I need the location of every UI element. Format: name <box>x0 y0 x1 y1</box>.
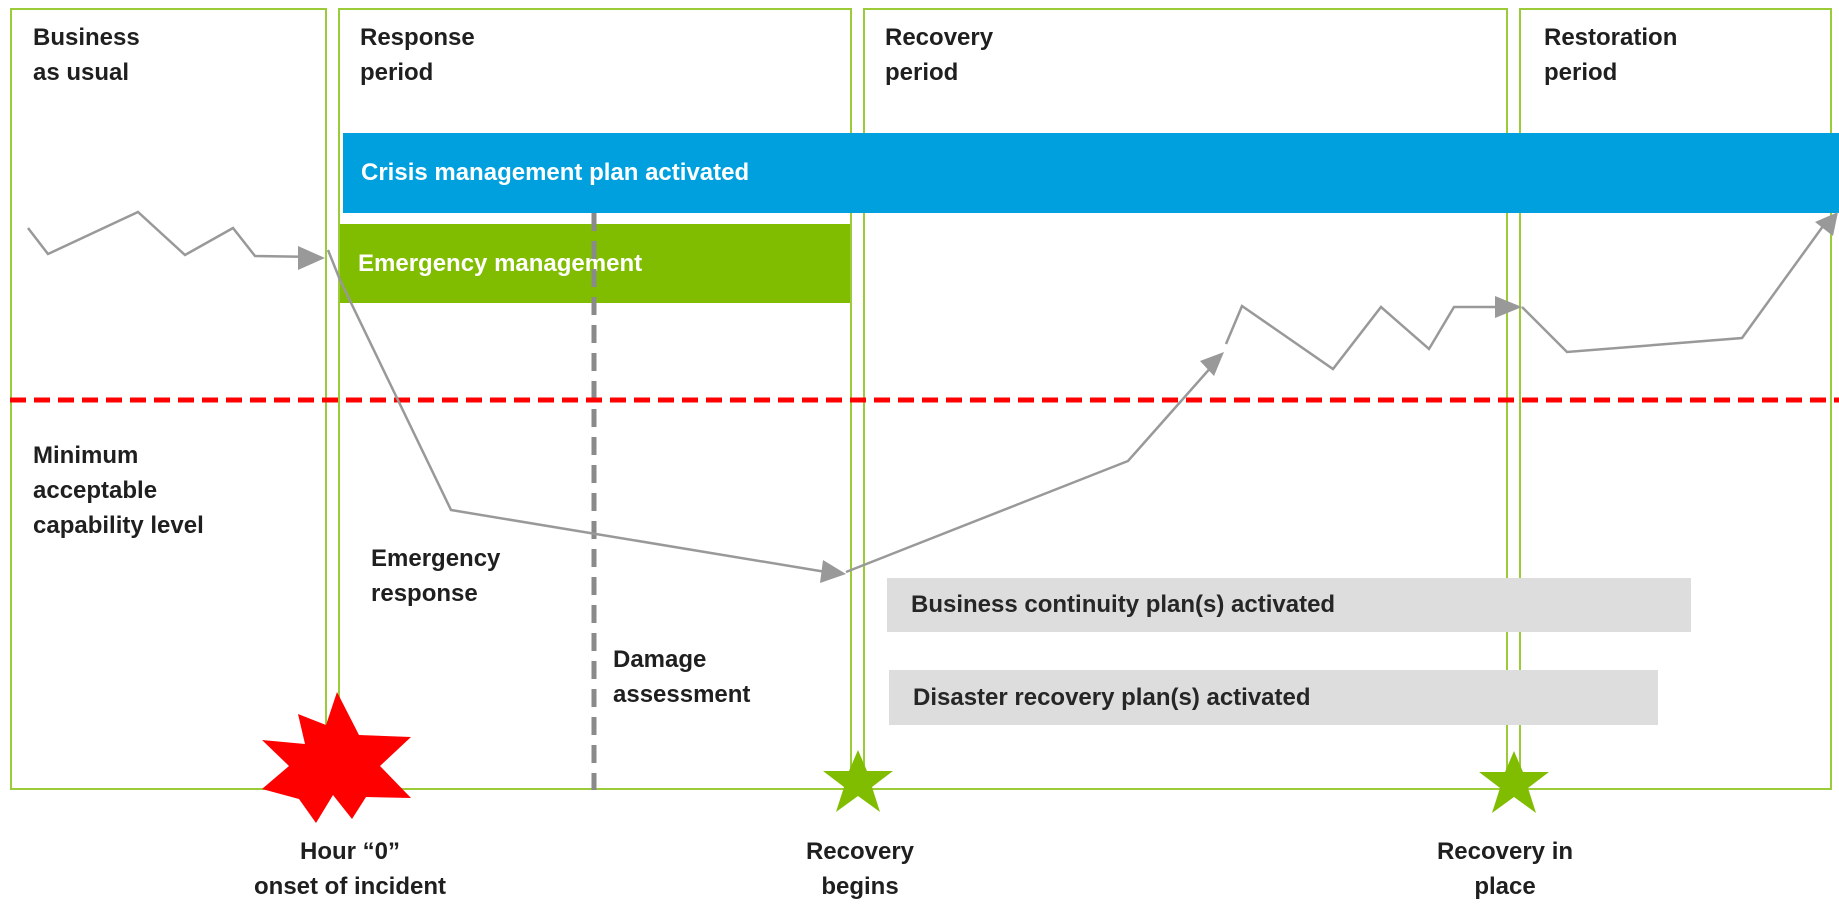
phase-title-business-as-usual: Business as usual <box>33 24 140 86</box>
recovery-begins-label: Recovery begins <box>805 838 915 900</box>
phase-title-response-period: Response period <box>360 24 475 86</box>
disaster-recovery-plan-bar: Disaster recovery plan(s) activated <box>889 670 1658 725</box>
recovery-in-place-label: Recovery in place <box>1436 838 1574 900</box>
incident-burst-icon <box>262 692 411 823</box>
capability-arrow-5 <box>1815 212 1838 236</box>
damage-assessment-label: Damage assessment <box>613 646 751 708</box>
phase-title-restoration-period: Restoration period <box>1544 24 1678 86</box>
capability-line-business-as-usual <box>27 210 319 259</box>
crisis-management-bar: Crisis management plan activated <box>343 133 1839 213</box>
minimum-capability-label: Minimum acceptable capability level <box>33 442 204 539</box>
capability-arrow-2 <box>820 560 846 583</box>
phase-title-recovery-period: Recovery period <box>885 24 994 86</box>
capability-line-recovery-fluctuation <box>1224 304 1500 371</box>
capability-line-recovery <box>845 364 1214 574</box>
capability-arrow-4 <box>1495 296 1522 318</box>
capability-arrow-1 <box>298 246 325 270</box>
recovery-begins-star-icon <box>823 750 893 812</box>
business-continuity-plan-bar: Business continuity plan(s) activated <box>887 578 1691 632</box>
capability-line-restoration <box>1521 221 1828 354</box>
recovery-in-place-star-icon <box>1479 751 1549 813</box>
emergency-response-label: Emergency response <box>371 545 501 607</box>
capability-line-decline <box>326 249 827 574</box>
capability-arrow-3 <box>1200 352 1224 376</box>
hour-zero-label: Hour “0” onset of incident <box>254 838 446 900</box>
